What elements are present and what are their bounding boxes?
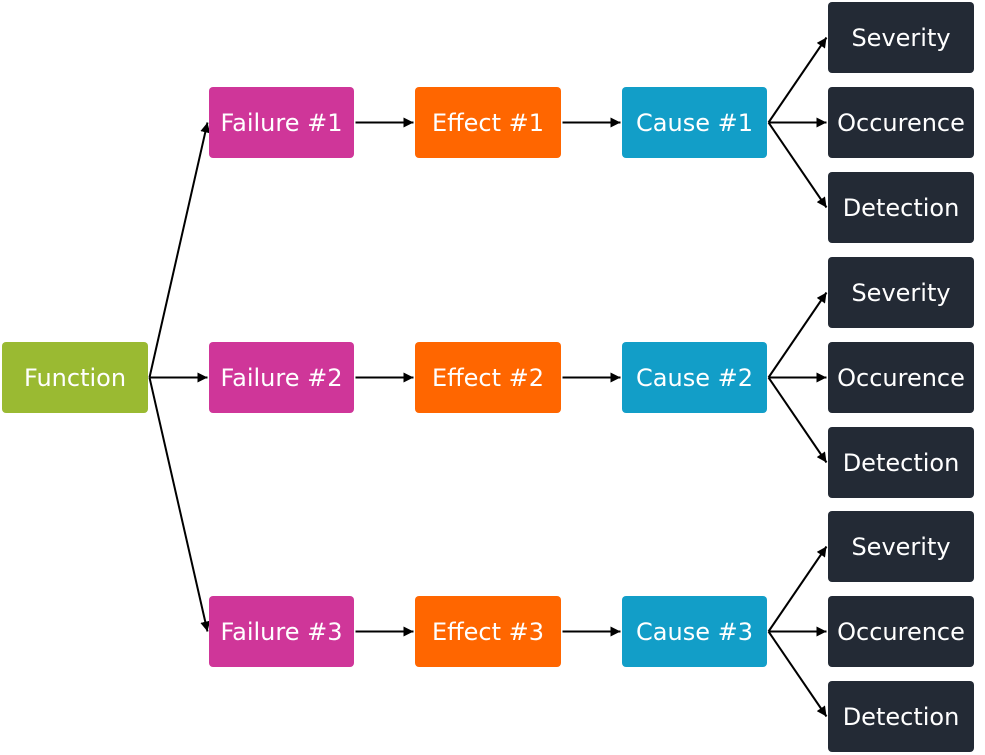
edge-cause-to-rating-2-3 (767, 376, 828, 464)
edge-cause-to-rating-3-3 (767, 630, 828, 718)
edge-cause-to-rating-1-3 (767, 121, 828, 209)
failure-node-2: Failure #2 (209, 342, 354, 413)
severity-node-3: Severity (828, 511, 974, 582)
severity-node-2: Severity (828, 257, 974, 328)
edge-cause-to-rating-1-1 (767, 36, 828, 124)
occurence-node-1: Occurence (828, 87, 974, 158)
function-node: Function (2, 342, 148, 413)
failure-node-3: Failure #3 (209, 596, 354, 667)
failure-node-1: Failure #1 (209, 87, 354, 158)
occurence-node-3: Occurence (828, 596, 974, 667)
edge-cause-to-rating-2-1 (767, 291, 828, 379)
cause-node-3: Cause #3 (622, 596, 767, 667)
cause-node-1: Cause #1 (622, 87, 767, 158)
cause-node-2: Cause #2 (622, 342, 767, 413)
edge-function-to-failure-3 (148, 377, 211, 632)
edge-function-to-failure-1 (148, 122, 211, 378)
edge-cause-to-rating-3-1 (767, 545, 828, 633)
effect-node-2: Effect #2 (415, 342, 561, 413)
effect-node-3: Effect #3 (415, 596, 561, 667)
severity-node-1: Severity (828, 2, 974, 73)
detection-node-2: Detection (828, 427, 974, 498)
detection-node-3: Detection (828, 681, 974, 752)
occurence-node-2: Occurence (828, 342, 974, 413)
detection-node-1: Detection (828, 172, 974, 243)
effect-node-1: Effect #1 (415, 87, 561, 158)
